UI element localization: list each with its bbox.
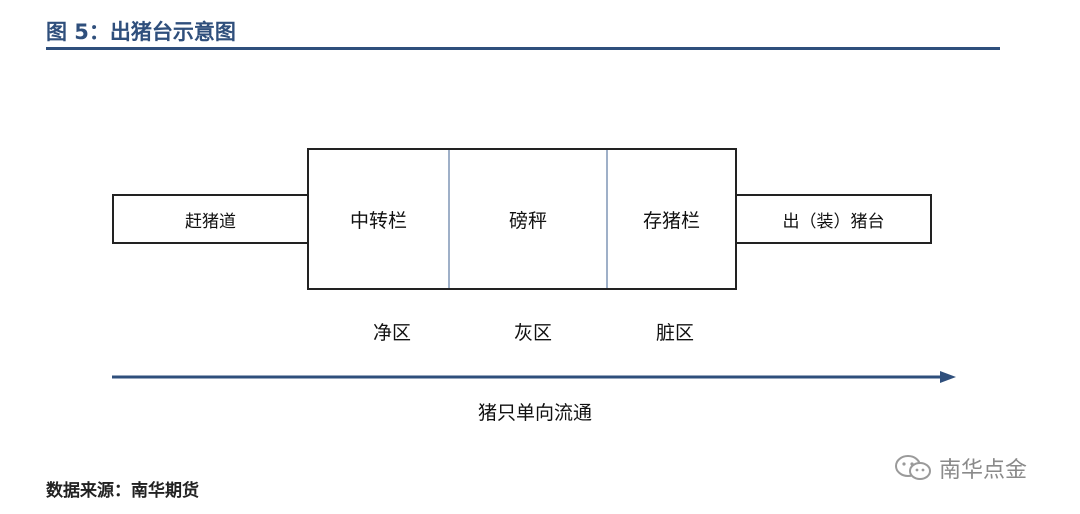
exit-box: 出（装）猪台 xyxy=(735,194,932,244)
station-scale: 磅秤 xyxy=(450,150,606,288)
station-label-3: 存猪栏 xyxy=(642,209,700,232)
wechat-icon xyxy=(895,455,931,480)
station-transfer-pen: 中转栏 xyxy=(309,150,448,288)
figure-title: 图 5：出猪台示意图 xyxy=(46,20,236,44)
station-divider-1 xyxy=(448,150,450,288)
entry-label: 赶猪道 xyxy=(185,211,236,232)
station-block xyxy=(307,148,737,290)
exit-label: 出（装）猪台 xyxy=(782,211,885,232)
watermark-text: 南华点金 xyxy=(939,458,1028,483)
station-holding-pen: 存猪栏 xyxy=(608,150,735,288)
zone-clean: 净区 xyxy=(372,322,411,344)
station-label-2: 磅秤 xyxy=(508,209,547,232)
zone-dirty: 脏区 xyxy=(655,322,694,344)
flow-label: 猪只单向流通 xyxy=(477,402,592,424)
flow-arrow xyxy=(112,371,956,383)
station-divider-2 xyxy=(606,150,608,288)
station-label-1: 中转栏 xyxy=(349,209,407,232)
entry-box: 赶猪道 xyxy=(112,194,309,244)
title-rule xyxy=(46,47,1000,50)
watermark: 南华点金 xyxy=(893,452,1027,484)
zone-grey: 灰区 xyxy=(513,322,552,344)
source-note: 数据来源：南华期货 xyxy=(46,481,199,501)
